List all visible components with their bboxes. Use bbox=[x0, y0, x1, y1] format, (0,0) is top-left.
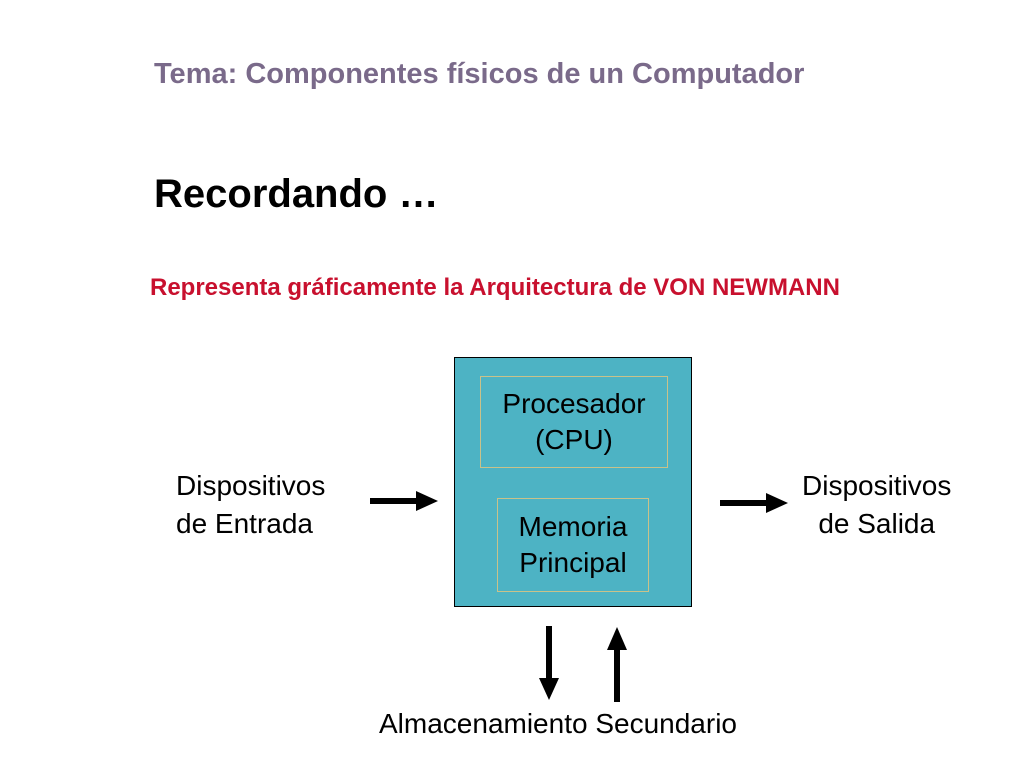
load-up-arrow bbox=[607, 627, 627, 702]
slide-subject-title: Tema: Componentes físicos de un Computad… bbox=[154, 58, 805, 90]
slide-heading: Recordando … bbox=[154, 172, 439, 216]
cpu-label-line2: (CPU) bbox=[535, 424, 613, 455]
main-memory-box: Memoria Principal bbox=[497, 498, 649, 592]
input-devices-line2: de Entrada bbox=[176, 508, 313, 539]
computer-central-box: Procesador (CPU) Memoria Principal bbox=[454, 357, 692, 607]
input-arrow bbox=[370, 491, 438, 511]
output-devices-line2: de Salida bbox=[818, 508, 936, 539]
memory-label-line1: Memoria bbox=[518, 511, 628, 542]
output-devices-label: Dispositivos de Salida bbox=[802, 467, 951, 543]
input-devices-label: Dispositivos de Entrada bbox=[176, 467, 325, 543]
memory-label-line2: Principal bbox=[519, 547, 627, 578]
cpu-box: Procesador (CPU) bbox=[480, 376, 668, 468]
output-devices-line1: Dispositivos bbox=[802, 470, 952, 501]
input-devices-line1: Dispositivos bbox=[176, 470, 326, 501]
cpu-label-line1: Procesador bbox=[502, 388, 646, 419]
slide-instruction: Representa gráficamente la Arquitectura … bbox=[150, 274, 840, 301]
secondary-storage-label: Almacenamiento Secundario bbox=[379, 708, 737, 739]
store-down-arrow bbox=[539, 626, 559, 700]
output-arrow bbox=[720, 493, 788, 513]
